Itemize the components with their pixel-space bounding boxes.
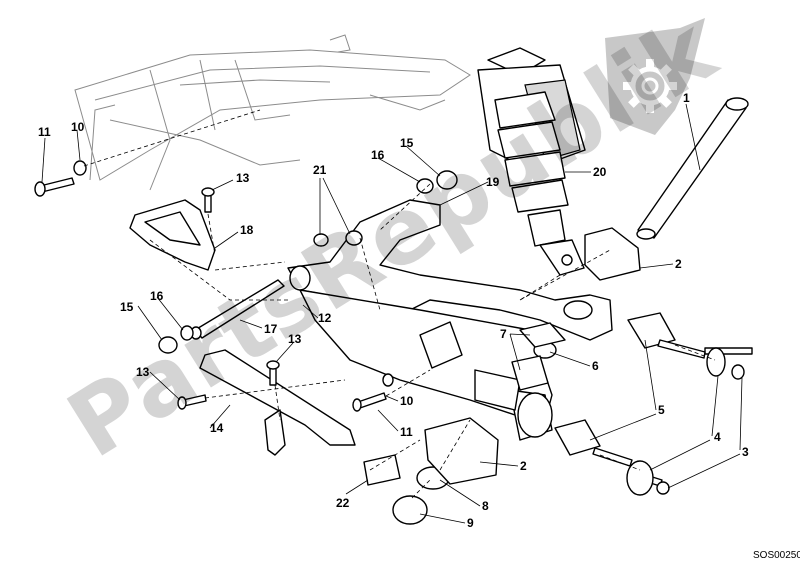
callout-13: 13 <box>236 171 250 185</box>
callout-11: 11 <box>38 125 51 139</box>
gear-flag-logo <box>605 18 705 135</box>
callout-7: 7 <box>500 327 507 341</box>
part-swingarm <box>287 199 613 441</box>
frame-outline <box>74 34 471 191</box>
part-axle <box>636 97 749 240</box>
small-parts <box>73 160 745 525</box>
callout-6: 6 <box>592 359 599 373</box>
callout-20: 20 <box>593 165 607 179</box>
callout-10: 10 <box>400 394 414 408</box>
part-shock-absorber <box>477 47 586 276</box>
callout-11: 11 <box>400 425 413 439</box>
gear-icon <box>623 59 677 113</box>
callout-19: 19 <box>486 175 500 189</box>
callout-14: 14 <box>210 421 224 435</box>
callout-13: 13 <box>136 365 150 379</box>
callout-18: 18 <box>240 223 254 237</box>
leader-lines <box>41 103 743 524</box>
adjuster-parts <box>363 227 706 486</box>
callout-15: 15 <box>400 136 414 150</box>
callout-13: 13 <box>288 332 302 346</box>
assembly-lines <box>83 109 716 499</box>
callout-5: 5 <box>658 403 665 417</box>
callout-2: 2 <box>675 257 682 271</box>
callout-22: 22 <box>336 496 350 510</box>
callout-16: 16 <box>150 289 164 303</box>
callout-15: 15 <box>120 300 134 314</box>
callout-12: 12 <box>318 311 332 325</box>
callout-21: 21 <box>313 163 327 177</box>
callout-9: 9 <box>467 516 474 530</box>
callout-labels: 1 2 2 3 4 5 6 7 8 9 10 10 11 11 12 13 13… <box>38 91 749 530</box>
callout-2: 2 <box>520 459 527 473</box>
drawing-code: SOS00250 <box>753 550 800 561</box>
part-pivot-shaft <box>190 279 285 340</box>
callout-16: 16 <box>371 148 385 162</box>
callout-8: 8 <box>482 499 489 513</box>
part-chain-guard-lower <box>199 349 356 456</box>
callout-10: 10 <box>71 120 85 134</box>
callout-3: 3 <box>742 445 749 459</box>
callout-17: 17 <box>264 322 278 336</box>
part-chain-guard-upper <box>129 199 216 271</box>
callout-1: 1 <box>683 91 690 105</box>
callout-4: 4 <box>714 430 721 444</box>
